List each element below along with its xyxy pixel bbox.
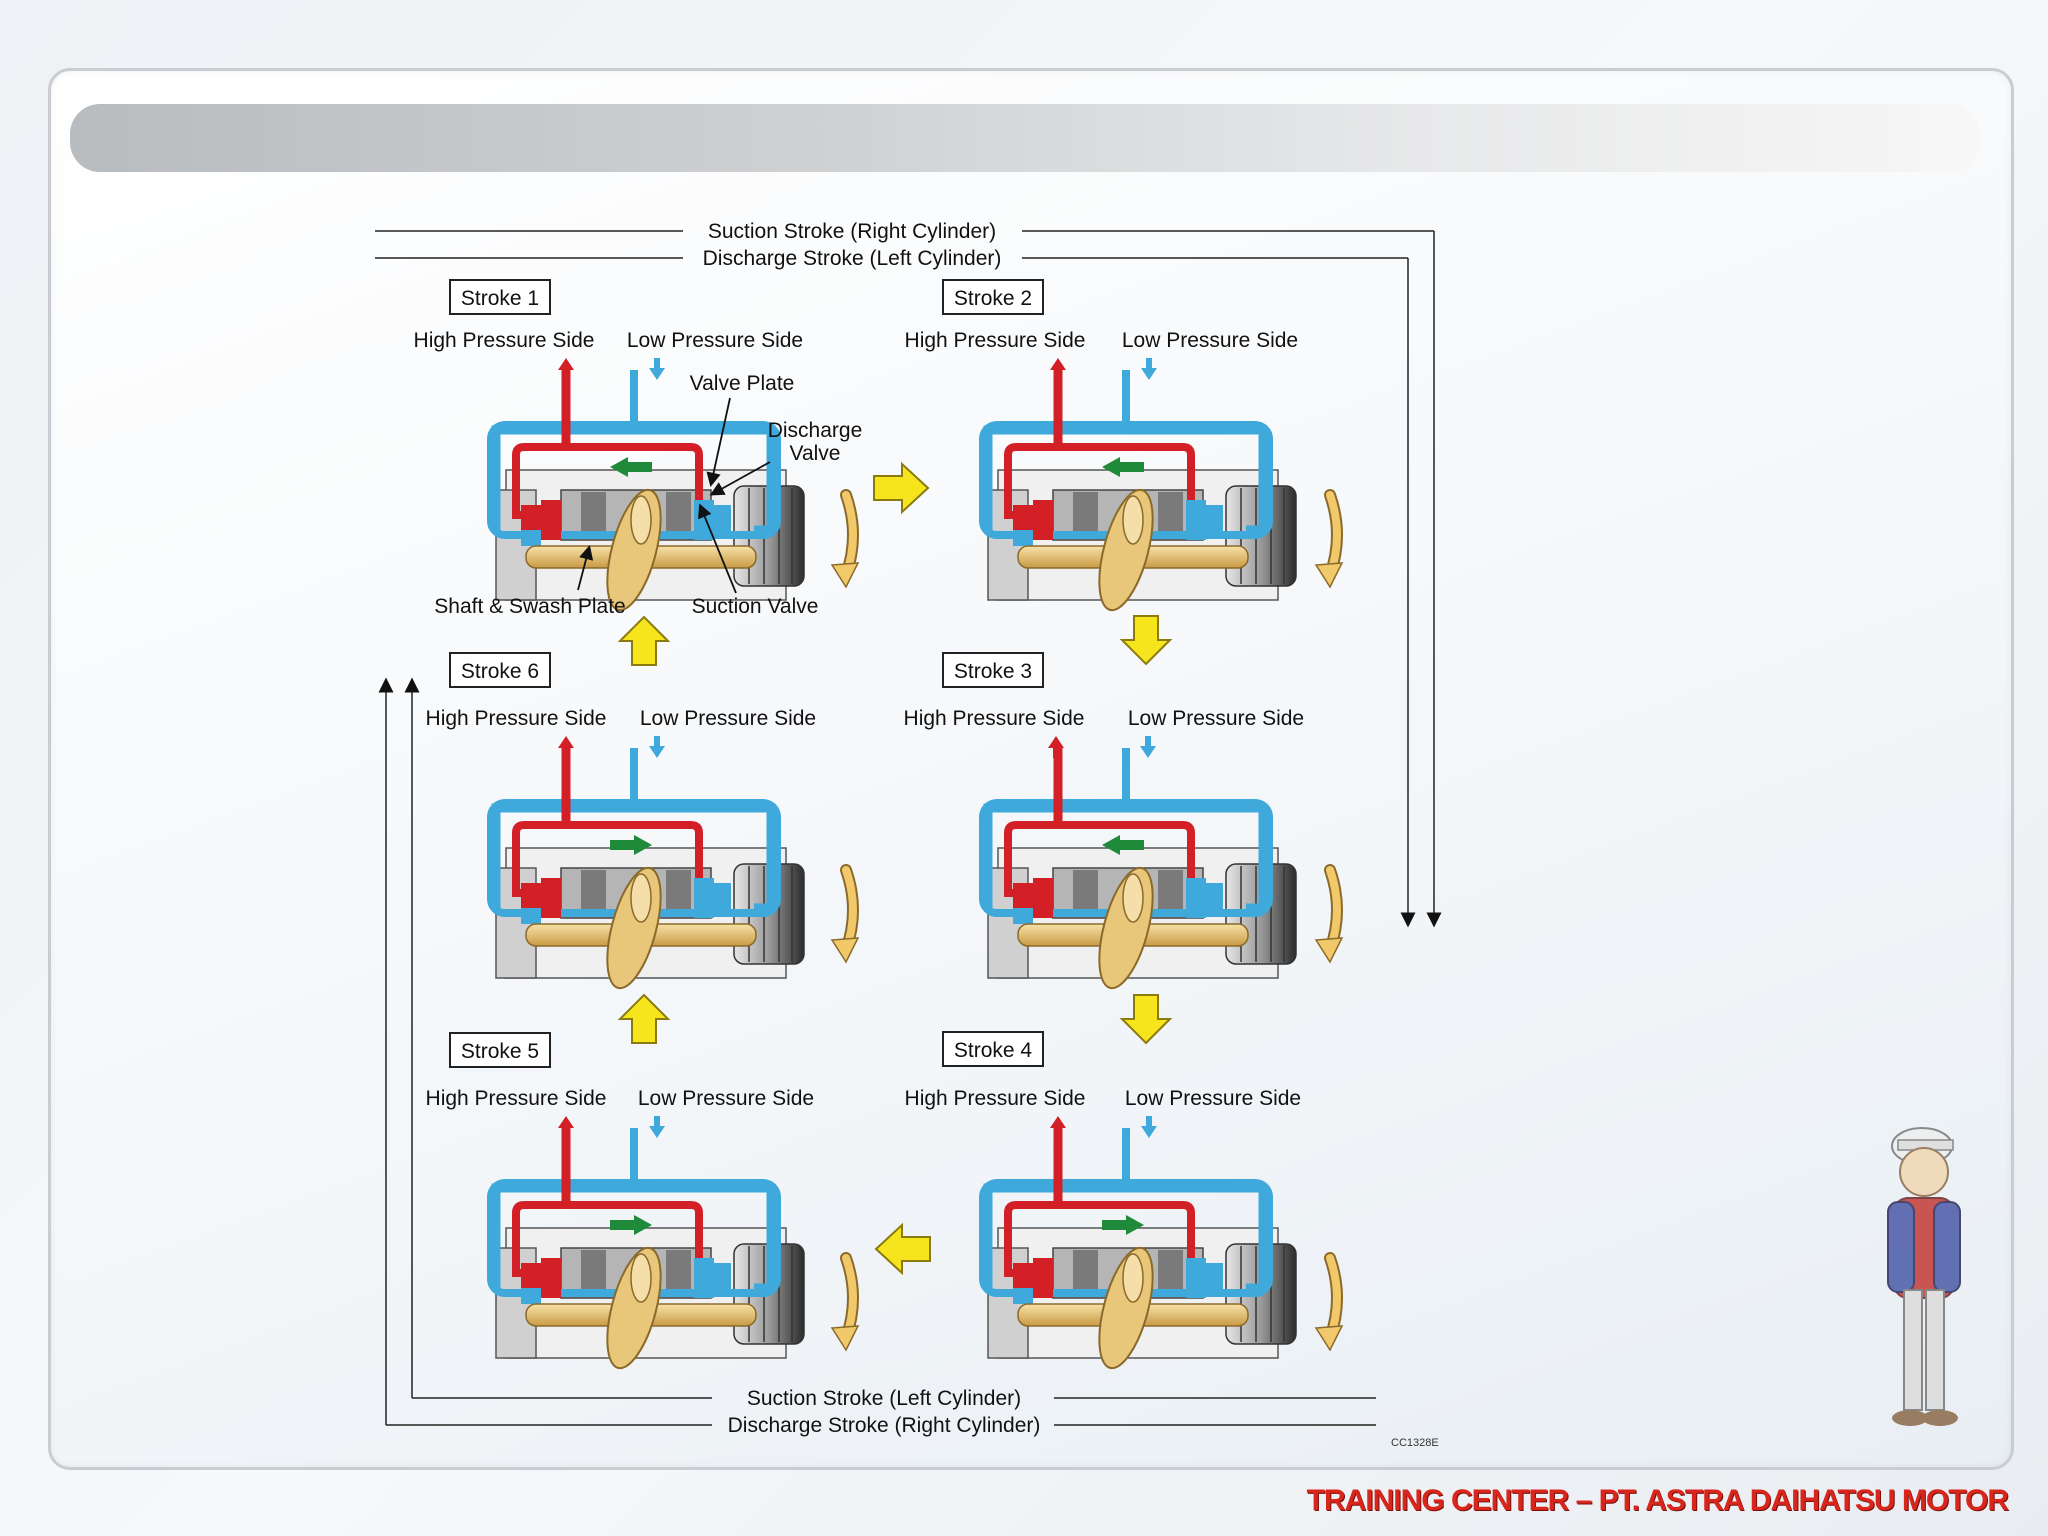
stroke-4-label: Stroke 4 [954, 1039, 1033, 1062]
arrow-4-to-5 [875, 1224, 931, 1274]
stroke-3-high-label: High Pressure Side [904, 707, 1085, 730]
stroke-1-panel: Stroke 1 High Pressure Side Low Pressure… [414, 279, 863, 618]
stroke-1-high-label: High Pressure Side [414, 329, 595, 352]
bottom-flow-lines: Suction Stroke (Left Cylinder) Discharge… [378, 677, 1376, 1437]
stroke-6-high-label: High Pressure Side [426, 707, 607, 730]
stroke-4-high-label: High Pressure Side [905, 1087, 1086, 1110]
stroke-6-compressor [491, 748, 804, 994]
stroke-6-panel: Stroke 6 High Pressure Side Low Pressure… [426, 652, 858, 994]
stroke-3-compressor [983, 748, 1296, 994]
arrow-6-to-1 [619, 616, 669, 666]
shaft-swash-callout: Shaft & Swash Plate [434, 595, 625, 618]
valve-plate-callout: Valve Plate [690, 372, 795, 395]
stroke-6-low-label: Low Pressure Side [640, 707, 816, 730]
stroke-2-low-label: Low Pressure Side [1122, 329, 1298, 352]
discharge-left-label: Discharge Stroke (Left Cylinder) [703, 247, 1002, 270]
stroke-3-panel: Stroke 3 High Pressure Side Low Pressure… [904, 652, 1342, 994]
top-flow-lines: Suction Stroke (Right Cylinder) Discharg… [375, 220, 1442, 928]
stroke-1-label: Stroke 1 [461, 287, 539, 310]
stroke-5-high-label: High Pressure Side [426, 1087, 607, 1110]
stroke-3-rotation-icon [1316, 870, 1342, 962]
stroke-6-label: Stroke 6 [461, 660, 539, 683]
suction-right-label: Suction Stroke (Right Cylinder) [708, 220, 996, 243]
stroke-4-rotation-icon [1316, 1258, 1342, 1350]
title-bar [70, 104, 1980, 172]
stroke-5-low-label: Low Pressure Side [638, 1087, 814, 1110]
stroke-4-compressor [983, 1128, 1296, 1374]
stroke-1-compressor [491, 370, 804, 616]
arrow-2-to-3 [1121, 615, 1171, 665]
stroke-2-label: Stroke 2 [954, 287, 1032, 310]
stroke-3-low-label: Low Pressure Side [1128, 707, 1304, 730]
suction-valve-callout: Suction Valve [692, 595, 819, 618]
stroke-2-rotation-icon [1316, 495, 1342, 587]
arrow-5-to-6 [619, 994, 669, 1044]
stroke-5-compressor [491, 1128, 804, 1374]
stroke-2-high-label: High Pressure Side [905, 329, 1086, 352]
footer-brand: TRAINING CENTER – PT. ASTRA DAIHATSU MOT… [1306, 1484, 2009, 1517]
stroke-1-low-label: Low Pressure Side [627, 329, 803, 352]
stroke-5-rotation-icon [832, 1258, 858, 1350]
mascot-illustration [1887, 1127, 1961, 1426]
reference-code: CC1328E [1391, 1437, 1439, 1449]
stroke-3-label: Stroke 3 [954, 660, 1032, 683]
stroke-5-label: Stroke 5 [461, 1040, 539, 1063]
arrow-3-to-4 [1121, 994, 1171, 1044]
discharge-right-label: Discharge Stroke (Right Cylinder) [728, 1414, 1041, 1437]
discharge-valve-callout: Valve [790, 442, 841, 465]
discharge-callout: Discharge [768, 419, 863, 442]
stroke-4-low-label: Low Pressure Side [1125, 1087, 1301, 1110]
suction-left-label: Suction Stroke (Left Cylinder) [747, 1387, 1021, 1410]
stroke-6-rotation-icon [832, 870, 858, 962]
stroke-4-panel: Stroke 4 High Pressure Side Low Pressure… [905, 1031, 1342, 1374]
stroke-2-compressor [983, 370, 1296, 616]
arrow-1-to-2 [873, 463, 929, 513]
stroke-1-rotation-icon [832, 495, 858, 587]
stroke-2-panel: Stroke 2 High Pressure Side Low Pressure… [905, 279, 1342, 616]
stroke-5-panel: Stroke 5 High Pressure Side Low Pressure… [426, 1032, 858, 1374]
